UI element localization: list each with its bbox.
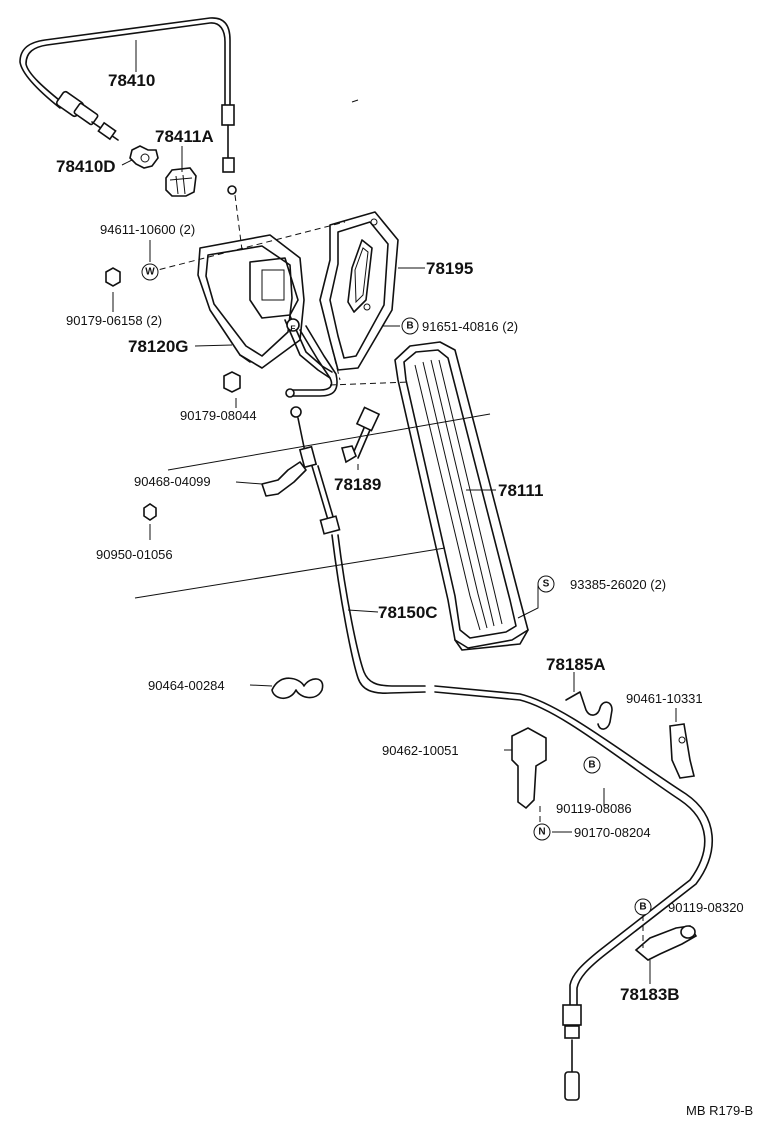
part-label: 90170-08204	[574, 825, 651, 840]
bracket-90461-icon	[669, 723, 695, 779]
part-label: 78195	[426, 259, 473, 278]
section-line	[167, 413, 491, 471]
part-label: 78111	[498, 481, 543, 500]
part-label: 78185A	[546, 655, 606, 674]
code-symbol-s: S	[537, 575, 555, 593]
part-label: 94611-10600 (2)	[100, 222, 195, 237]
part-label: 90461-10331	[626, 691, 703, 706]
accelerator-pedal-78111	[394, 341, 529, 651]
bracket-78195	[319, 211, 399, 371]
part-label: 78120G	[128, 337, 189, 356]
part-label: 78410	[108, 71, 155, 90]
control-knob-icon	[165, 167, 197, 197]
leader-lines	[112, 40, 677, 984]
svg-text:S: S	[543, 579, 550, 590]
bracket-78183B-icon	[634, 915, 698, 961]
svg-text:B: B	[406, 321, 413, 332]
svg-text:B: B	[639, 902, 646, 913]
section-line	[134, 547, 446, 599]
part-label: 90950-01056	[96, 547, 173, 562]
guide-line	[329, 381, 411, 386]
nut-90179-06158-icon	[105, 267, 121, 287]
lower-cable-78150C	[290, 406, 714, 1101]
svg-text:N: N	[538, 827, 545, 838]
part-label: 90464-00284	[148, 678, 225, 693]
code-symbol-b: B	[634, 898, 652, 916]
part-label: 93385-26020 (2)	[570, 577, 666, 592]
code-symbol-b: B	[401, 317, 419, 335]
code-symbol-b: B	[583, 756, 601, 774]
tick-mark	[351, 99, 359, 103]
clip-90468-icon	[261, 461, 307, 497]
part-label: 90119-08320	[668, 900, 744, 915]
svg-text:E: E	[290, 325, 296, 334]
part-label: 91651-40816 (2)	[422, 319, 518, 334]
stopper-bolt-icon	[340, 406, 381, 464]
part-label: 78411A	[155, 127, 214, 146]
part-label: 78410D	[56, 157, 116, 176]
part-label: 78189	[334, 475, 381, 494]
nut-90950-icon	[143, 503, 157, 521]
upper-cable-78410	[19, 17, 243, 251]
code-symbol-w: W	[141, 263, 159, 281]
nut-90179-08044-icon	[223, 371, 241, 393]
part-label: 90462-10051	[382, 743, 459, 758]
clip-90464-icon	[271, 677, 324, 700]
svg-text:B: B	[588, 760, 595, 771]
clamp-90462-icon	[511, 727, 547, 825]
guide-line	[149, 221, 346, 273]
part-label: 90179-08044	[180, 408, 257, 423]
clip-78185A-icon	[565, 691, 613, 730]
part-label: 90179-06158 (2)	[66, 313, 162, 328]
part-label: 78183B	[620, 985, 680, 1004]
part-label: 90119-08086	[556, 801, 632, 816]
svg-text:W: W	[145, 267, 155, 278]
code-symbol-n: N	[533, 823, 551, 841]
bracket-78120G: E	[197, 234, 338, 398]
knob-nut-icon	[129, 145, 159, 169]
diagram-reference: MB R179-B	[686, 1103, 753, 1118]
part-label: 78150C	[378, 603, 438, 622]
part-label: 90468-04099	[134, 474, 211, 489]
guide-line	[319, 299, 341, 381]
